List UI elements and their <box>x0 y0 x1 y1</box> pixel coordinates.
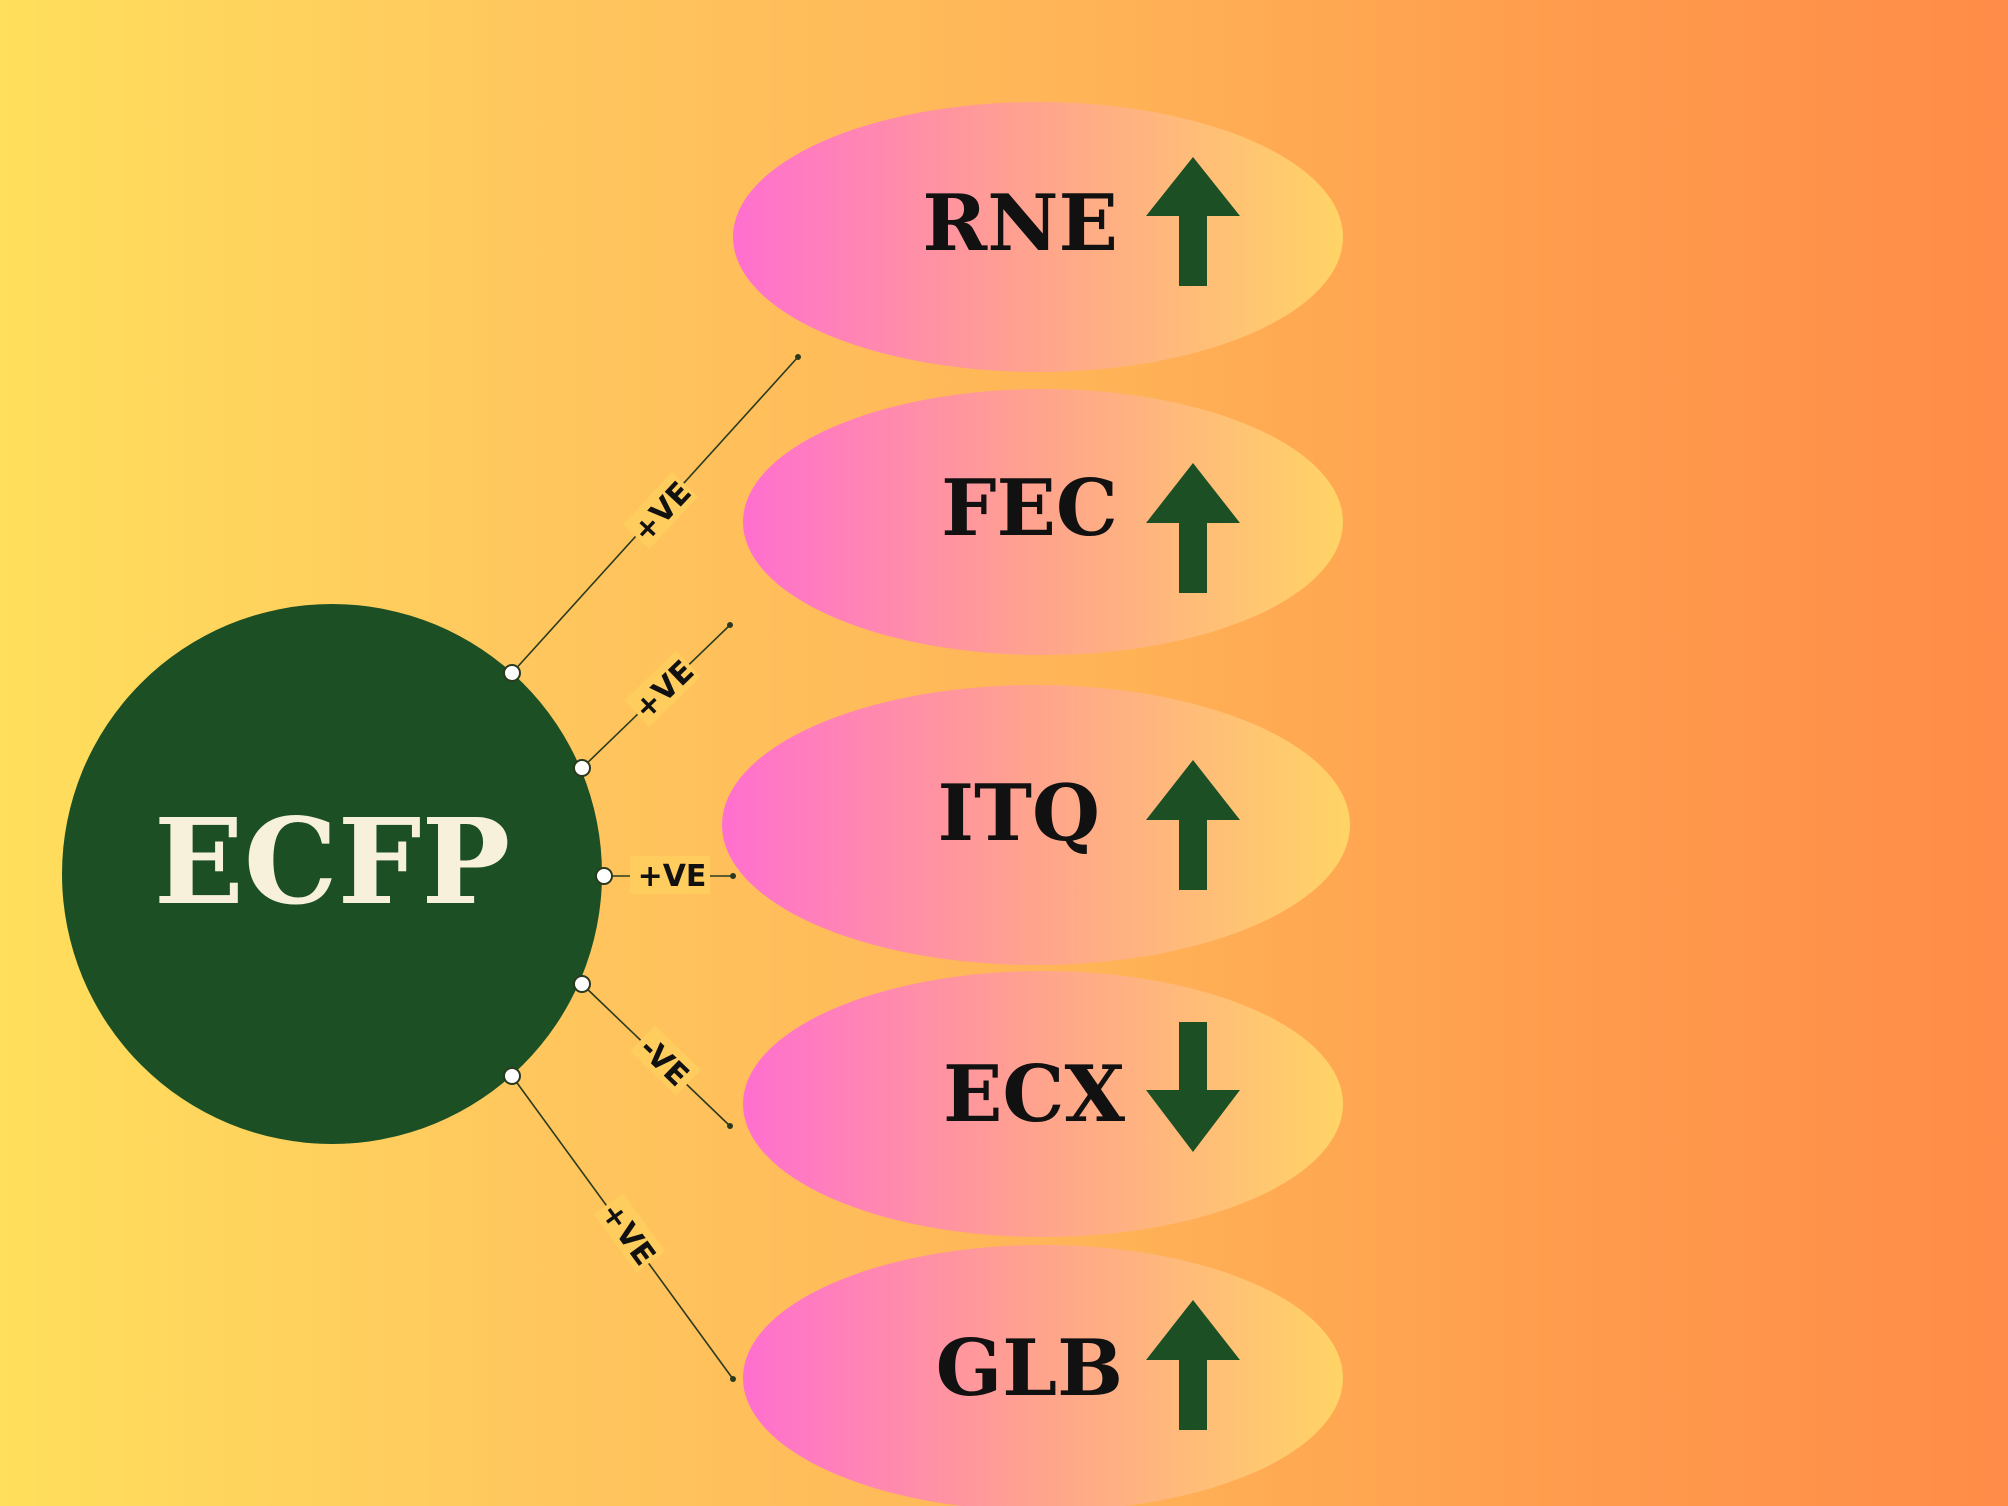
connection-handle <box>573 975 591 993</box>
connector-end-dot <box>730 1376 736 1382</box>
node-label: ECX <box>943 1049 1126 1140</box>
node-ecx: ECX <box>743 971 1343 1237</box>
connection-handle <box>573 759 591 777</box>
connector-end-dot <box>727 622 733 628</box>
connector-end-dot <box>730 873 736 879</box>
arrow-down-icon <box>1146 1022 1240 1152</box>
arrow-up-icon <box>1146 760 1240 890</box>
edge-label-bg <box>622 472 699 550</box>
edge-label-bg <box>624 650 702 727</box>
node-label: RNE <box>922 178 1118 269</box>
node-rne: RNE <box>733 102 1343 372</box>
connector-end-dot <box>795 354 801 360</box>
edge-label: +VE <box>638 859 707 894</box>
connection-handle <box>503 1067 521 1085</box>
hub-node: ECFP <box>62 604 602 1144</box>
node-ellipse <box>722 685 1350 965</box>
node-label: ITQ <box>938 768 1100 859</box>
connector-end-dots <box>727 354 801 1382</box>
edge-label-bg <box>629 1025 701 1096</box>
node-label: FEC <box>941 463 1118 554</box>
node-fec: FEC <box>743 389 1343 655</box>
hub-circle <box>62 604 602 1144</box>
hub-label: ECFP <box>154 792 510 931</box>
edge-label-bg <box>593 1193 666 1273</box>
arrow-up-icon <box>1146 157 1240 286</box>
node-glb: GLB <box>743 1245 1343 1506</box>
edge-label: +VE <box>627 654 701 727</box>
arrow-up-icon <box>1146 1300 1240 1430</box>
node-label: GLB <box>936 1323 1123 1414</box>
direction-arrows <box>1146 157 1240 1430</box>
connector-end-dot <box>727 1123 733 1129</box>
edge-label-bg <box>630 856 710 894</box>
connection-handle <box>595 867 613 885</box>
arrow-up-icon <box>1146 463 1240 593</box>
hub-connection-handles <box>503 664 613 1085</box>
node-itq: ITQ <box>722 685 1350 965</box>
connection-handle <box>503 664 521 682</box>
